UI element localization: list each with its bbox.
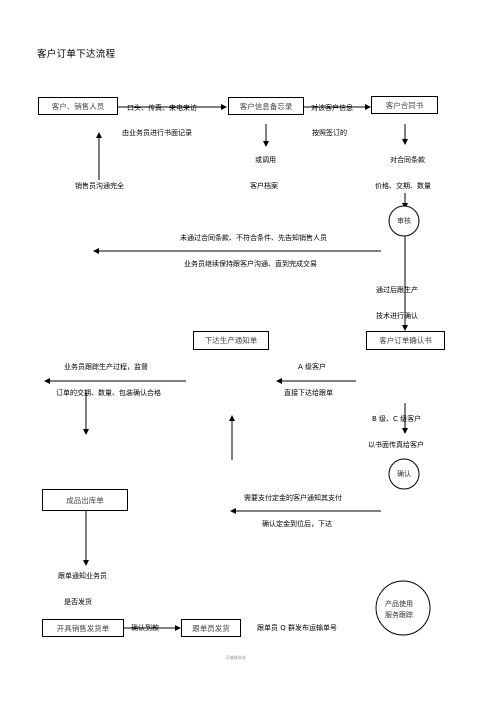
label-fax-to-customer: 以书面传真给客户 [368, 441, 424, 449]
label-customer-file: 客户档案 [250, 182, 278, 190]
label-tracker-notify: 跟单通知业务员 [58, 572, 107, 580]
label-after-pass: 通过后跟生产 [376, 286, 418, 294]
label-deposit-confirmed: 确认定金到位后，下达 [262, 520, 332, 528]
label-or-use: 或调用 [255, 156, 276, 164]
box-production-notice: 下达生产通知单 [193, 331, 269, 350]
after-sales-circle [375, 580, 431, 636]
box-customer-contract: 客户合同书 [371, 96, 438, 114]
label-confirm-payment: 确认到款 [131, 624, 159, 632]
review-circle [388, 205, 420, 237]
box-tracker-ship: 跟单员发货 [181, 619, 241, 637]
label-sign-by: 按照签订的 [312, 129, 347, 137]
label-a-customer: A 级客户 [298, 363, 327, 371]
label-business-record: 由业务员进行书面记录 [122, 129, 192, 137]
label-tracker-q: 跟单员 Q 群发布运输单号 [257, 624, 337, 632]
label-sales-communicate: 销售员沟通完全 [75, 182, 124, 190]
page-title: 客户订单下达流程 [37, 49, 116, 60]
label-not-passed: 未通过合同条款、不符合条件、先告知销售人员 [180, 234, 327, 242]
box-order-confirm: 客户订单确认书 [366, 331, 445, 350]
label-whether-ship: 是否发货 [64, 598, 92, 606]
label-deposit-needed: 需要支付定金的客户通知其支付 [244, 494, 342, 502]
label-track-production: 业务员跟踪生产过程，监督 [64, 363, 148, 371]
box-customer-sales: 客户、销售人员 [38, 97, 118, 115]
review-label: 审核 [397, 217, 411, 225]
label-sign-after-info: 对该客户信息 [311, 104, 353, 112]
footer-note: -可编辑修改- [224, 655, 247, 660]
label-tech-confirm: 技术进行确认 [376, 312, 418, 320]
box-sales-invoice: 开具销售发货单 [42, 619, 124, 637]
after-sales-label-1: 产品使用 [385, 600, 413, 608]
confirm-circle [388, 458, 420, 490]
label-contract-terms: 对合同条款 [390, 156, 425, 164]
label-bc-customer: B 级、C 级客户 [372, 415, 422, 423]
label-keep-contact: 业务员继续保持跟客户沟通、直到完成交易 [184, 260, 317, 268]
label-direct-order: 直接下达给跟单 [284, 389, 333, 397]
box-finished-goods: 成品出库单 [42, 489, 128, 511]
after-sales-label-2: 服务跟踪 [385, 611, 413, 619]
label-oral-fax: 口头、传真、来电来访 [127, 104, 197, 112]
label-order-qty-check: 订单的交期、数量、包装确认合格 [56, 389, 161, 397]
confirm-label: 确认 [397, 470, 411, 478]
box-customer-memo: 客户信息备忘录 [228, 97, 304, 115]
label-price-terms: 价格、交期、数量 [375, 182, 431, 190]
